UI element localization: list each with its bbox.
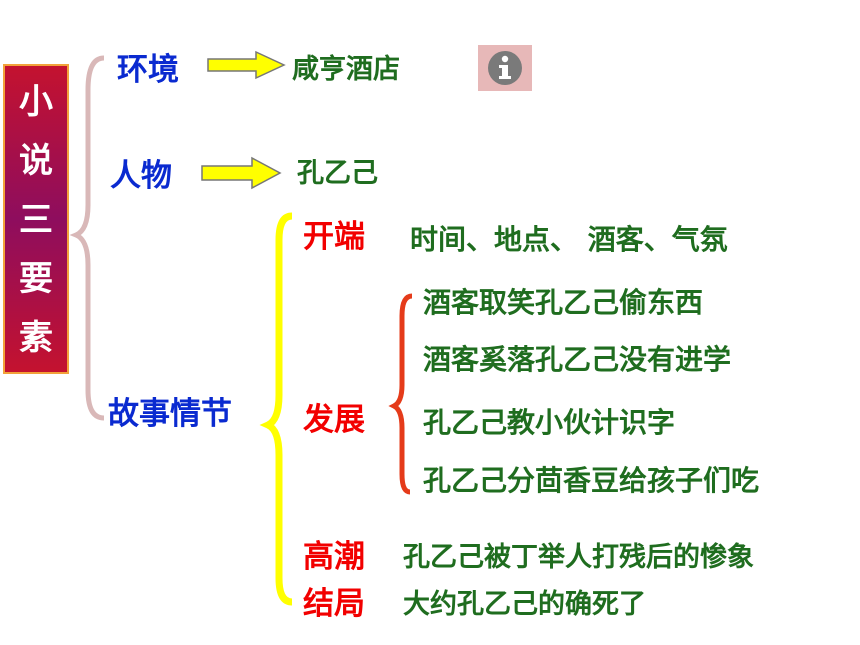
setting-label: 环境 — [117, 52, 179, 88]
title-char: 小 — [19, 82, 53, 122]
title-char: 说 — [19, 141, 53, 181]
development-item: 酒客取笑孔乙己偷东西 — [423, 286, 704, 319]
ending-label: 结局 — [303, 586, 365, 622]
setting-value: 咸亨酒店 — [292, 54, 400, 85]
beginning-label: 开端 — [303, 219, 365, 255]
plot-label: 故事情节 — [108, 396, 232, 432]
title-char: 素 — [19, 318, 53, 358]
character-value: 孔乙己 — [297, 158, 378, 189]
climax-text: 孔乙己被丁举人打残后的惨象 — [403, 542, 754, 573]
development-label: 发展 — [303, 402, 365, 438]
info-icon — [488, 51, 522, 85]
development-item: 孔乙己分茴香豆给孩子们吃 — [423, 464, 760, 497]
plot-brace — [259, 212, 293, 606]
development-item: 孔乙己教小伙计识字 — [423, 406, 676, 439]
character-label: 人物 — [110, 158, 172, 194]
development-brace — [388, 293, 413, 495]
development-item: 酒客奚落孔乙己没有进学 — [423, 343, 732, 376]
title-char: 三 — [19, 200, 53, 240]
title-char: 要 — [19, 259, 53, 299]
climax-label: 高潮 — [303, 539, 365, 575]
arrow-character — [201, 156, 282, 190]
beginning-text: 时间、地点、 酒客、气氛 — [410, 223, 728, 256]
info-button[interactable] — [478, 45, 532, 91]
arrow-setting — [207, 50, 286, 80]
title-box: 小 说 三 要 素 — [3, 64, 69, 374]
main-brace — [69, 55, 105, 421]
ending-text: 大约孔乙己的确死了 — [403, 589, 646, 620]
